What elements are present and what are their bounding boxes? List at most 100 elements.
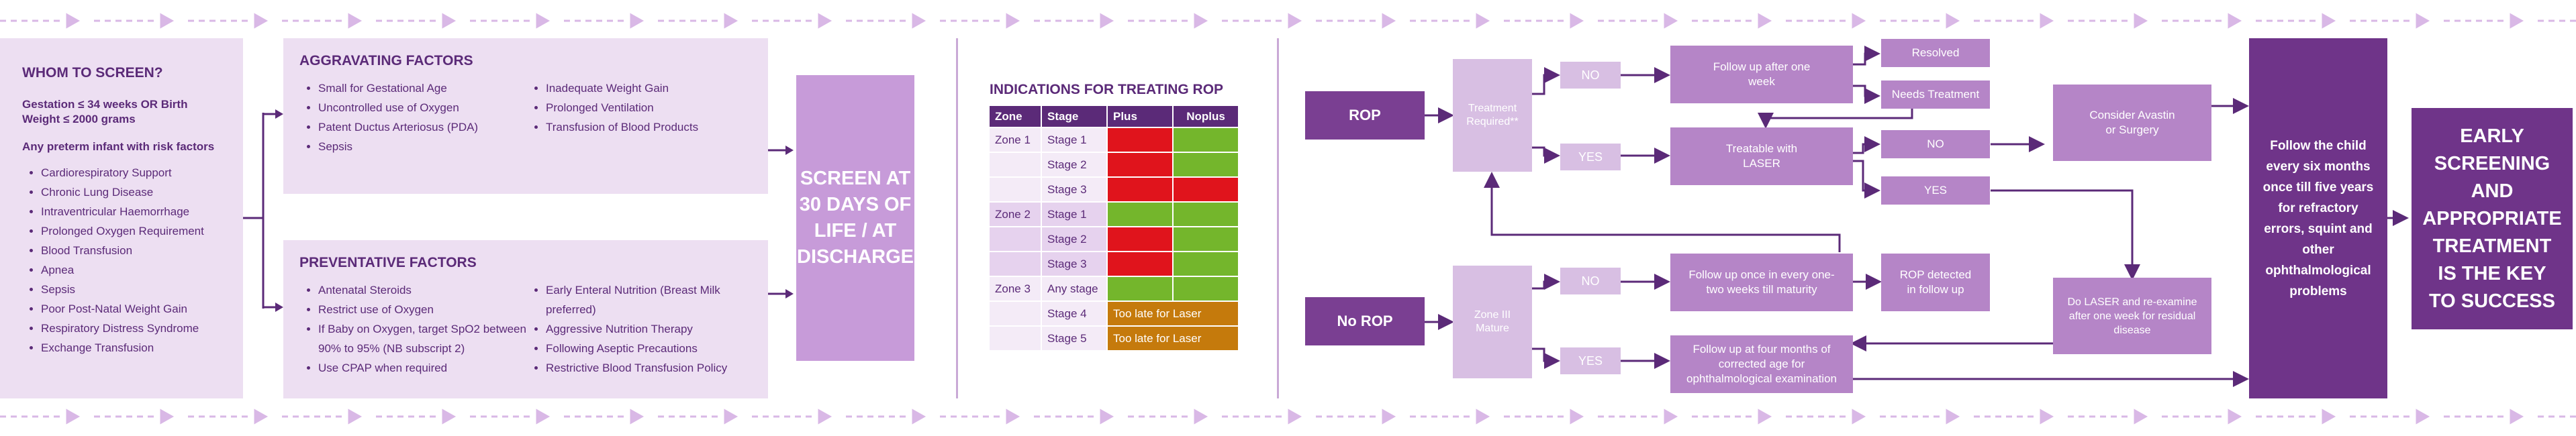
zone-cell bbox=[990, 252, 1041, 276]
zone-cell: Zone 3 bbox=[990, 277, 1041, 301]
band-arrowhead bbox=[2510, 13, 2524, 29]
col-zone-header: Zone bbox=[990, 106, 1041, 127]
no-box-3: NO bbox=[1881, 130, 1990, 158]
zone-cell: Zone 1 bbox=[990, 128, 1041, 152]
follow-six-months-label: Follow the child every six months once t… bbox=[2262, 138, 2374, 298]
preventative-item: Early Enteral Nutrition (Breast Milk pre… bbox=[546, 280, 755, 319]
zone3-mature-label: Zone III Mature bbox=[1474, 309, 1511, 334]
zone-cell bbox=[990, 327, 1041, 350]
stage-cell: Stage 2 bbox=[1042, 153, 1106, 176]
band-arrowhead bbox=[2510, 408, 2524, 425]
no-label-2: NO bbox=[1581, 274, 1600, 288]
zone-cell bbox=[990, 227, 1041, 251]
yes-label-1: YES bbox=[1578, 150, 1603, 164]
band-arrowhead bbox=[1664, 408, 1678, 425]
follow-one-week-label: Follow up after one week bbox=[1713, 60, 1811, 88]
plus-cell bbox=[1108, 227, 1172, 251]
band-arrowhead bbox=[1006, 408, 1020, 425]
needs-treatment-label: Needs Treatment bbox=[1891, 88, 1980, 101]
plus-cell bbox=[1108, 128, 1172, 152]
preventative-list-1: Antenatal SteroidsRestrict use of Oxygen… bbox=[299, 280, 527, 378]
band-arrowhead bbox=[1852, 408, 1866, 425]
risk-factor-item: Intraventricular Haemorrhage bbox=[41, 202, 231, 221]
whom-title: Whom to screen? bbox=[22, 65, 163, 80]
risk-factor-item: Cardiorespiratory Support bbox=[41, 163, 231, 182]
final-message-label: Early screening and appropriate treatmen… bbox=[2422, 125, 2562, 312]
no-box-1: NO bbox=[1560, 62, 1621, 89]
band-arrowhead bbox=[2228, 408, 2242, 425]
band-arrowhead bbox=[818, 13, 832, 29]
follow-one-week-box: Follow up after one week bbox=[1670, 46, 1853, 103]
too-late-cell: Too late for Laser bbox=[1108, 327, 1238, 350]
treatable-laser-label: Treatable with LASER bbox=[1725, 142, 1798, 170]
risk-factor-item: Sepsis bbox=[41, 280, 231, 299]
resolved-box: Resolved bbox=[1881, 39, 1990, 67]
whom-connector bbox=[243, 109, 283, 312]
band-arrowhead bbox=[1476, 408, 1490, 425]
stage-cell: Stage 3 bbox=[1042, 178, 1106, 201]
band-arrowhead bbox=[2134, 408, 2148, 425]
indication-row: Stage 3 bbox=[990, 252, 1238, 276]
aggravating-item: Prolonged Ventilation bbox=[546, 98, 755, 117]
no-rop-box: No ROP bbox=[1305, 297, 1425, 345]
noplus-cell bbox=[1174, 277, 1238, 301]
band-arrowhead bbox=[912, 13, 926, 29]
band-arrowhead bbox=[2134, 13, 2148, 29]
band-arrowhead bbox=[66, 408, 81, 425]
yes-label-3: YES bbox=[1923, 184, 1948, 197]
band-arrowhead bbox=[2040, 408, 2054, 425]
col-noplus-header: Noplus bbox=[1174, 106, 1238, 127]
aggravating-item: Inadequate Weight Gain bbox=[546, 78, 755, 98]
band-arrowhead bbox=[1758, 408, 1772, 425]
treatment-required-box: Treatment Required** bbox=[1453, 59, 1532, 172]
aggravating-item: Small for Gestational Age bbox=[318, 78, 527, 98]
band-arrowhead bbox=[442, 408, 457, 425]
band-arrowhead bbox=[1758, 13, 1772, 29]
rop-box: ROP bbox=[1305, 91, 1425, 140]
noplus-cell bbox=[1174, 178, 1238, 201]
no-label-1: NO bbox=[1581, 68, 1600, 82]
band-arrowhead bbox=[348, 408, 363, 425]
band-arrowhead bbox=[630, 408, 645, 425]
indications-title: Indications for treating ROP bbox=[990, 82, 1224, 97]
band-arrowhead bbox=[2040, 13, 2054, 29]
no-box-2: NO bbox=[1560, 268, 1621, 294]
indication-row: Stage 2 bbox=[990, 227, 1238, 251]
whom-to-screen-panel: Whom to screen? Gestation ≤ 34 weeks OR … bbox=[0, 38, 243, 398]
risk-factor-item: Respiratory Distress Syndrome bbox=[41, 319, 231, 338]
band-arrowhead bbox=[66, 13, 81, 29]
band-arrowhead bbox=[1570, 408, 1584, 425]
preventative-item: Antenatal Steroids bbox=[318, 280, 527, 300]
preventative-item: Use CPAP when required bbox=[318, 358, 527, 378]
band-arrowhead bbox=[536, 408, 551, 425]
band-arrowhead bbox=[818, 408, 832, 425]
any-preterm-label: Any preterm infant with risk factors bbox=[22, 140, 215, 153]
yes-box-1: YES bbox=[1560, 144, 1621, 170]
follow-1-2-weeks-label: Follow up once in every one-two weeks ti… bbox=[1688, 268, 1835, 296]
noplus-cell bbox=[1174, 227, 1238, 251]
screen-box-text: Screen at 30 days of life / at discharge bbox=[797, 168, 914, 268]
plus-cell bbox=[1108, 178, 1172, 201]
stage-cell: Stage 1 bbox=[1042, 128, 1106, 152]
rop-detected-label: ROP detected in follow up bbox=[1899, 268, 1972, 296]
band-arrowhead bbox=[348, 13, 363, 29]
preventative-factors-panel: Preventative Factors Antenatal SteroidsR… bbox=[283, 240, 768, 398]
noplus-cell bbox=[1174, 128, 1238, 152]
band-arrowhead bbox=[160, 13, 175, 29]
band-arrowhead bbox=[912, 408, 926, 425]
do-laser-label: Do LASER and re-examine after one week f… bbox=[2067, 296, 2197, 336]
risk-factor-item: Exchange Transfusion bbox=[41, 338, 231, 358]
preventative-title: Preventative Factors bbox=[299, 255, 477, 270]
final-message-box: Early screening and appropriate treatmen… bbox=[2412, 108, 2573, 329]
zone-cell bbox=[990, 302, 1041, 325]
band-arrowhead bbox=[1100, 408, 1114, 425]
stage-cell: Stage 3 bbox=[1042, 252, 1106, 276]
band-arrowhead bbox=[1476, 13, 1490, 29]
aggravating-factors-panel: Aggravating Factors Small for Gestationa… bbox=[283, 38, 768, 194]
band-arrowhead bbox=[1382, 13, 1396, 29]
plus-cell bbox=[1108, 153, 1172, 176]
preventative-item: Restrictive Blood Transfusion Policy bbox=[546, 358, 755, 378]
